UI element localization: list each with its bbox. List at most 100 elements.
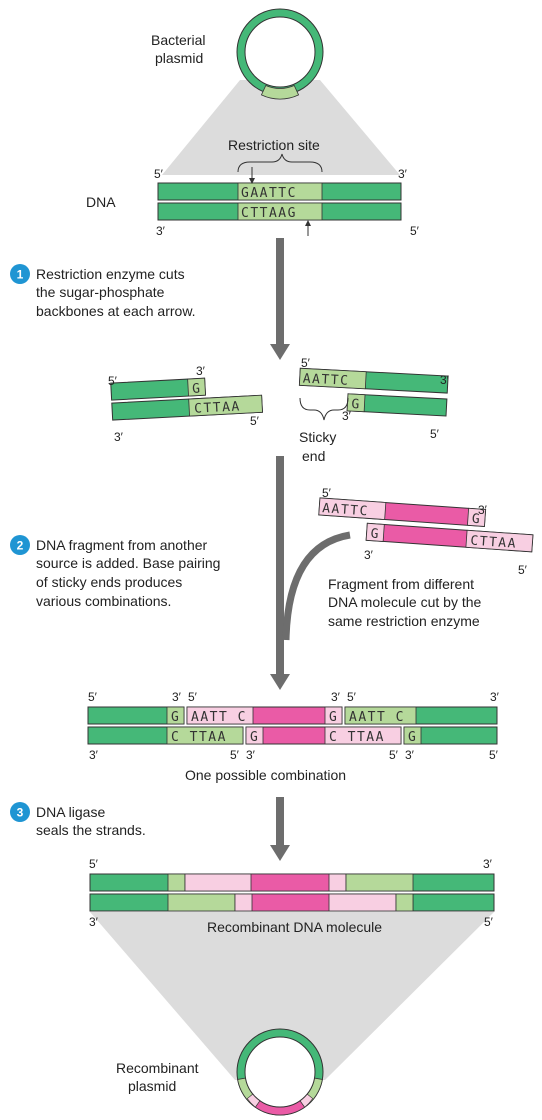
step-2-line-3: of sticky ends produces: [36, 574, 182, 590]
one-combination-label: One possible combination: [185, 767, 346, 783]
combo-top-seq-1: G: [171, 710, 180, 725]
process-arrow-3-icon: [270, 797, 290, 861]
fragment-caption-line-1: Fragment from different: [328, 576, 474, 592]
left-fragment-bottom-3prime: 3′: [114, 430, 124, 444]
dna-bottom-sequence: CTTAAG: [241, 206, 297, 221]
dna-top-5prime: 5′: [154, 167, 164, 181]
combo-bottom-5prime-b: 5′: [389, 748, 399, 762]
step-1-line-3: backbones at each arrow.: [36, 303, 196, 319]
right-fragment-bottom-3prime: 3′: [342, 409, 352, 423]
combo-top-3prime-c: 3′: [490, 690, 500, 704]
left-cut-fragment: G CTTAA: [110, 377, 264, 421]
cut-arrow-bottom-icon: [305, 220, 311, 226]
combo-top-seq-2: AATT C: [191, 710, 247, 725]
top-funnel: [162, 80, 400, 175]
recombinant-plasmid: [236, 1028, 324, 1116]
bacterial-plasmid: [236, 8, 324, 100]
combo-bottom-strand: [87, 726, 498, 745]
step-3-line-2: seals the strands.: [36, 822, 146, 838]
sticky-end-brace: [299, 397, 349, 421]
combo-bottom-seq-3: C TTAA: [329, 730, 385, 745]
dna-bottom-5prime: 5′: [410, 224, 420, 238]
recombinant-top-strand: [89, 873, 495, 892]
combo-top-5prime-c: 5′: [347, 690, 357, 704]
combo-bottom-3prime-a: 3′: [246, 748, 256, 762]
recombinant-plasmid-label-1: Recombinant: [116, 1060, 199, 1076]
step-2-line-1: DNA fragment from another: [36, 537, 208, 553]
sticky-end-label-1: Sticky: [299, 429, 336, 445]
combo-bottom-5prime-a: 5′: [230, 748, 240, 762]
recombinant-dna-label: Recombinant DNA molecule: [207, 919, 382, 935]
left-fragment-top-3prime: 3′: [196, 364, 206, 378]
recombinant-top-3prime: 3′: [483, 857, 493, 871]
step-1-number: 1: [17, 268, 24, 282]
left-fragment-bottom-5prime: 5′: [250, 414, 260, 428]
combo-bottom-seq-4: G: [408, 730, 417, 745]
dna-bottom-strand: [157, 202, 402, 221]
right-fragment-top-sequence: AATTC: [302, 371, 349, 388]
foreign-fragment-top-3prime: 3′: [478, 503, 488, 517]
right-fragment-top-5prime: 5′: [301, 356, 311, 370]
foreign-fragment-top-5prime: 5′: [322, 486, 332, 500]
recombinant-bottom-3prime: 3′: [89, 915, 99, 929]
dna-label: DNA: [86, 194, 116, 210]
sticky-end-label-2: end: [302, 448, 325, 464]
recombinant-plasmid-label-2: plasmid: [128, 1078, 176, 1094]
combo-bottom-seq-2: G: [250, 730, 259, 745]
right-cut-fragment: AATTC G: [298, 367, 449, 417]
combo-top-3prime-b: 3′: [331, 690, 341, 704]
bacterial-plasmid-label-1: Bacterial: [151, 32, 205, 48]
foreign-fragment-bottom-right-sequence: CTTAA: [470, 534, 518, 552]
combo-bottom-seq-1: C TTAA: [171, 730, 227, 745]
recombinant-top-5prime: 5′: [89, 857, 99, 871]
step-3-circle: [10, 802, 30, 822]
left-fragment-bottom-sequence: CTTAA: [194, 399, 241, 416]
fragment-caption-line-2: DNA molecule cut by the: [328, 594, 482, 610]
bottom-funnel: [90, 912, 494, 1080]
step-2-line-2: source is added. Base pairing: [36, 555, 220, 571]
combo-top-seq-3: G: [329, 710, 338, 725]
restriction-site-label: Restriction site: [228, 137, 320, 153]
joining-curve-icon: [282, 531, 351, 641]
combo-bottom-3prime: 3′: [89, 748, 99, 762]
foreign-fragment-top-left-sequence: AATTC: [322, 501, 370, 519]
right-fragment-top-3prime: 3′: [440, 373, 450, 387]
left-fragment-top-sequence: G: [192, 381, 202, 396]
fragment-caption-line-3: same restriction enzyme: [328, 613, 480, 629]
recombinant-bottom-strand: [89, 893, 495, 912]
foreign-fragment-bottom-left-sequence: G: [370, 527, 380, 543]
restriction-site-brace: [237, 153, 323, 173]
combo-top-strand: [87, 706, 498, 725]
combo-top-5prime: 5′: [88, 690, 98, 704]
step-3-number: 3: [17, 806, 24, 820]
step-2-number: 2: [17, 539, 24, 553]
dna-top-strand: [157, 182, 402, 201]
combo-top-3prime-a: 3′: [172, 690, 182, 704]
left-fragment-top-5prime: 5′: [108, 374, 118, 388]
foreign-fragment-top-right-sequence: G: [471, 512, 481, 528]
foreign-fragment-bottom-3prime: 3′: [364, 548, 374, 562]
step-2-line-4: various combinations.: [36, 593, 171, 609]
combo-bottom-5prime: 5′: [489, 748, 499, 762]
step-1-circle: [10, 264, 30, 284]
process-arrow-2-icon: [270, 456, 290, 690]
foreign-fragment-bottom-5prime: 5′: [518, 563, 528, 577]
recombinant-bottom-5prime: 5′: [484, 915, 494, 929]
dna-bottom-3prime: 3′: [156, 224, 166, 238]
step-3-line-1: DNA ligase: [36, 804, 105, 820]
step-2-circle: [10, 535, 30, 555]
right-fragment-bottom-sequence: G: [351, 397, 361, 412]
dna-top-3prime: 3′: [398, 167, 408, 181]
step-1-line-1: Restriction enzyme cuts: [36, 266, 185, 282]
cut-arrow-top-icon: [249, 178, 255, 184]
process-arrow-1-icon: [270, 238, 290, 360]
right-fragment-bottom-5prime: 5′: [430, 427, 440, 441]
combo-top-seq-4: AATT C: [349, 710, 405, 725]
combo-top-5prime-b: 5′: [188, 690, 198, 704]
step-1-line-2: the sugar-phosphate: [36, 284, 165, 300]
bacterial-plasmid-label-2: plasmid: [155, 50, 203, 66]
combo-bottom-3prime-b: 3′: [405, 748, 415, 762]
dna-top-sequence: GAATTC: [241, 186, 297, 201]
